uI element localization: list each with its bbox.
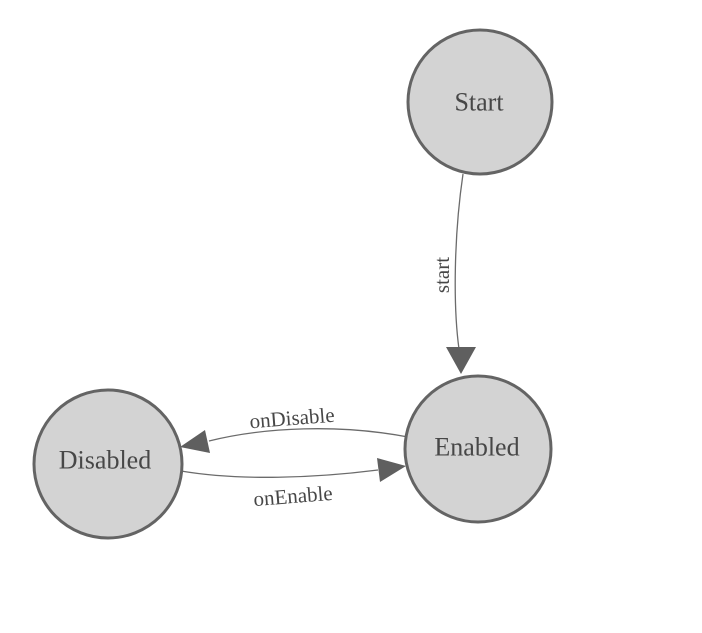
edge-start-line (454, 173, 464, 350)
start-node-label: Start (454, 88, 504, 117)
edge-start-to-enabled: start (430, 173, 476, 374)
edge-onenable-line (180, 469, 379, 478)
state-node-disabled: Disabled (32, 388, 184, 540)
state-node-start: Start (406, 28, 554, 176)
disabled-node-circle (32, 388, 184, 540)
state-node-enabled: Enabled (403, 374, 553, 524)
enabled-node-circle (403, 374, 553, 524)
disabled-node-label: Disabled (59, 446, 151, 475)
arrowhead-down-icon (446, 347, 476, 374)
edge-label-start: start (430, 257, 454, 293)
edge-enabled-to-disabled: onDisable (180, 403, 409, 453)
arrowhead-left-icon (180, 430, 210, 453)
edge-disabled-to-enabled: onEnable (180, 458, 406, 511)
edge-ondisable-line (208, 428, 409, 442)
enabled-node-label: Enabled (434, 433, 519, 462)
start-node-circle (406, 28, 554, 176)
edge-label-onenable: onEnable (253, 481, 334, 511)
arrowhead-right-icon (377, 458, 406, 482)
